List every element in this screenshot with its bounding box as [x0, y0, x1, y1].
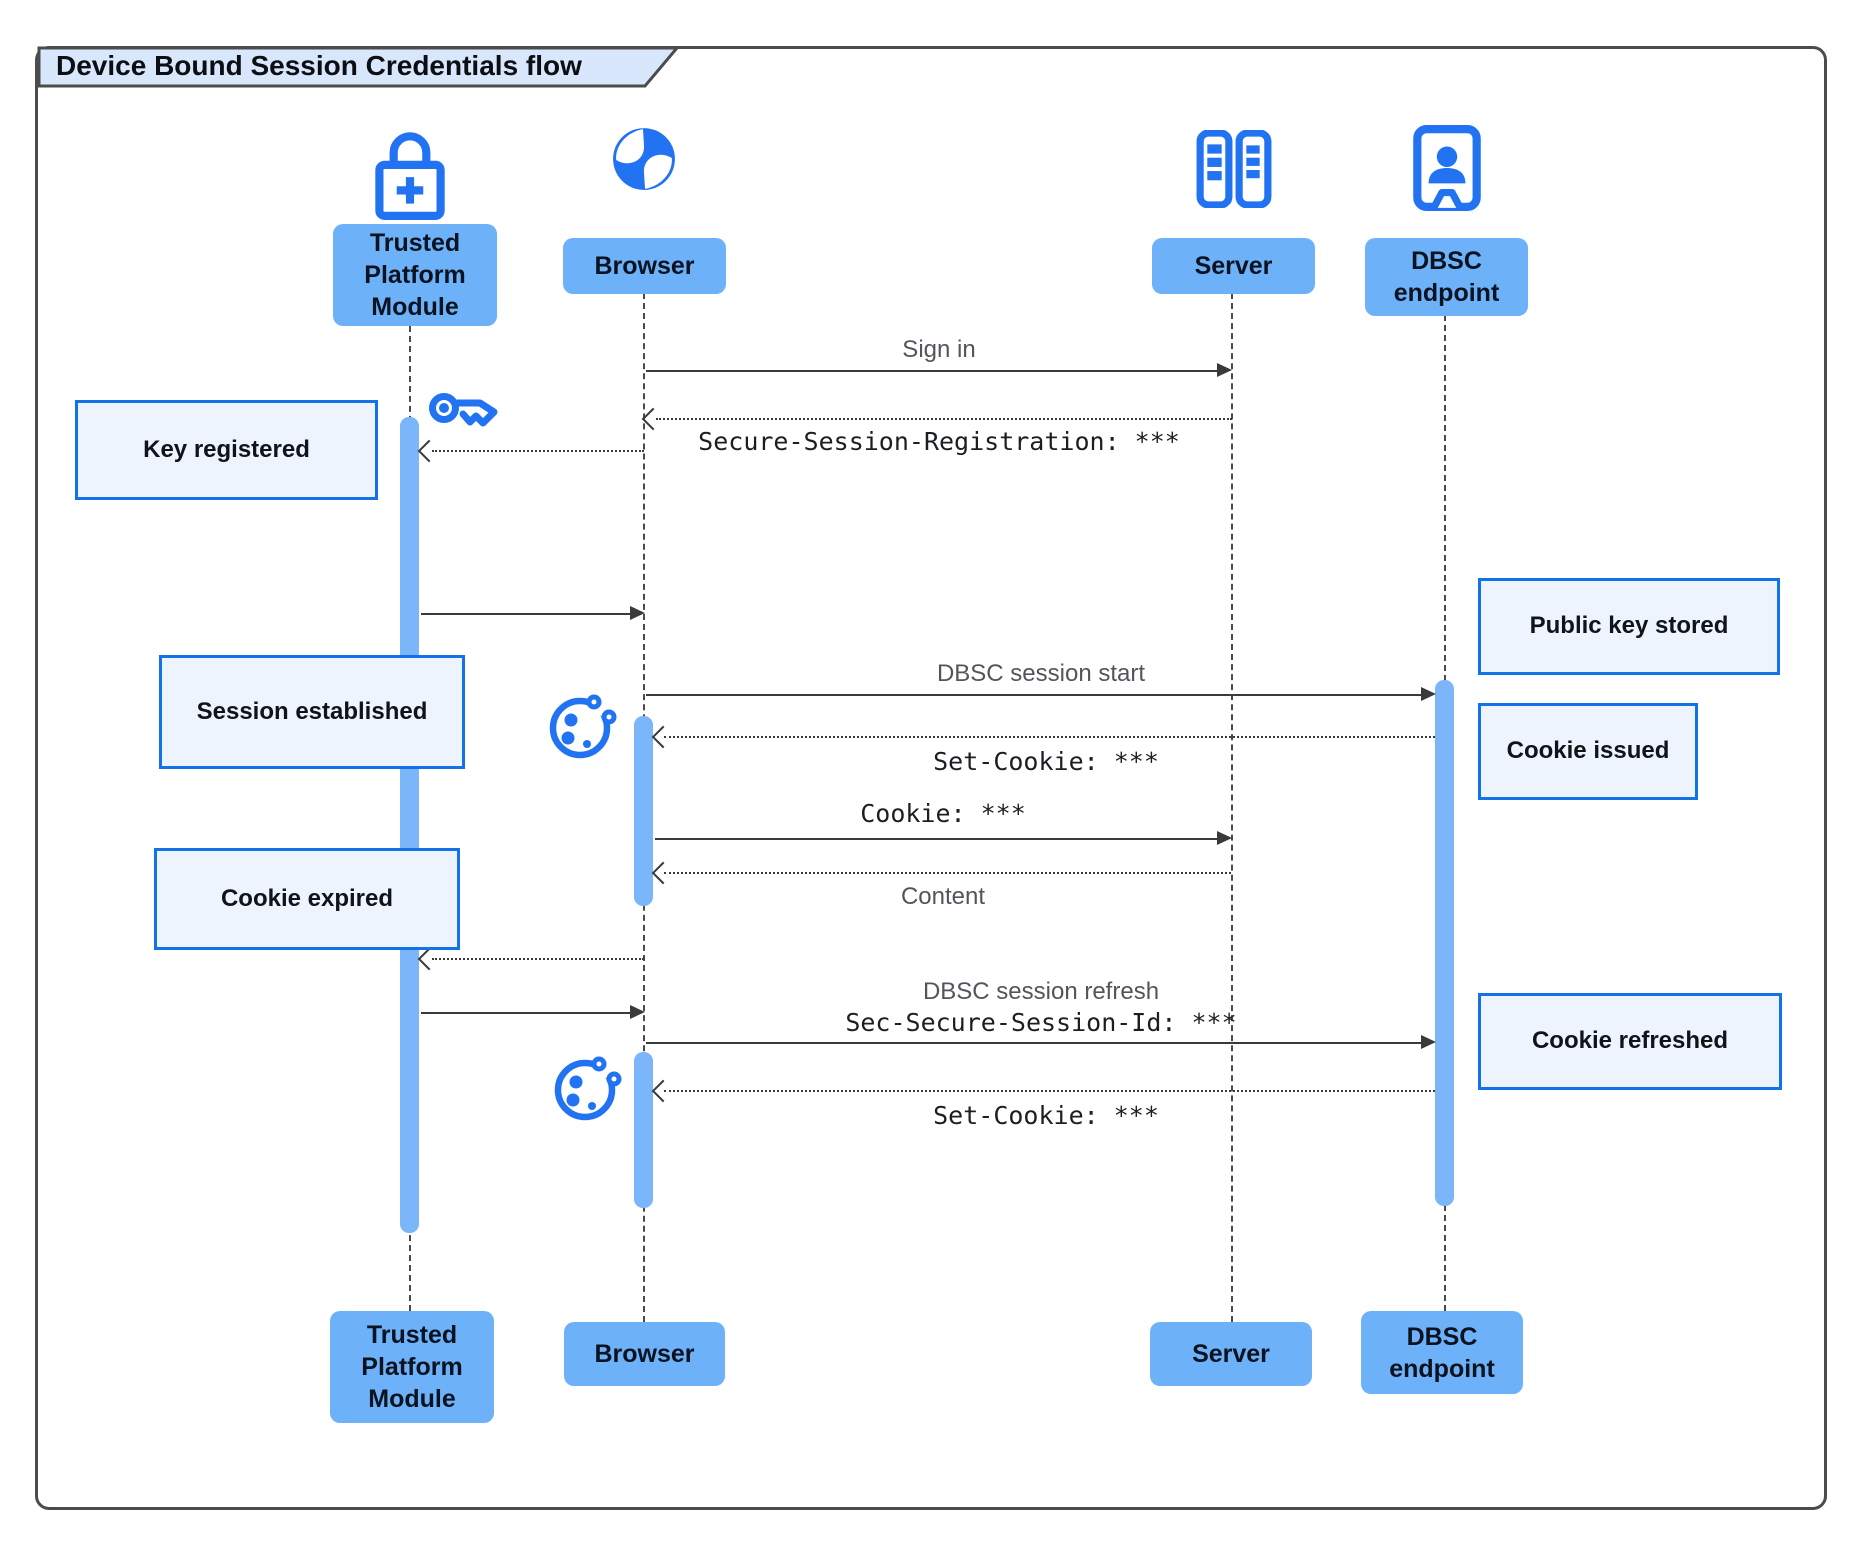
message-dbsc-session-refresh-label: DBSC session refresh: [922, 978, 1160, 1005]
message-content-line: [664, 872, 1231, 874]
arrowhead-right: [630, 1005, 645, 1019]
message-secure-session-id-label: Sec-Secure-Session-Id: ***: [845, 1008, 1237, 1037]
title-tab: [37, 46, 681, 88]
key-icon: [428, 382, 508, 434]
door-person-icon: [1412, 124, 1482, 212]
message-content-label: Content: [900, 883, 986, 910]
message-dbsc-session-start-line: [646, 694, 1422, 696]
activation-browser-2: [634, 1052, 653, 1208]
actor-browser-bottom: Browser: [564, 1322, 725, 1386]
message-sign-in-label: Sign in: [902, 336, 976, 363]
actor-tpm-top: Trusted Platform Module: [333, 224, 497, 326]
message-set-cookie-1-label: Set-Cookie: ***: [933, 747, 1159, 776]
server-rack-icon: [1195, 129, 1273, 209]
message-session-registration-line: [656, 418, 1232, 420]
actor-server-bottom: Server: [1150, 1322, 1312, 1386]
cookie-icon: [551, 1048, 625, 1124]
actor-tpm-bottom: Trusted Platform Module: [330, 1311, 494, 1423]
note-cookie-refreshed: Cookie refreshed: [1478, 993, 1782, 1090]
actor-dbsc-top: DBSC endpoint: [1365, 238, 1528, 316]
message-dbsc-session-start-label: DBSC session start: [936, 660, 1146, 687]
arrowhead-right: [1217, 831, 1232, 845]
message-key-register-request-line: [432, 450, 644, 452]
note-cookie-issued: Cookie issued: [1478, 703, 1698, 800]
lock-plus-icon: [368, 120, 452, 222]
diagram-title: Device Bound Session Credentials flow: [56, 50, 582, 81]
message-key-signature-line: [421, 1012, 631, 1014]
message-cookie-line: [655, 838, 1218, 840]
diagram-frame: [35, 46, 1827, 1510]
note-session-established: Session established: [159, 655, 465, 769]
arrowhead-right: [630, 606, 645, 620]
message-dbsc-session-refresh-line: [646, 1042, 1422, 1044]
message-set-cookie-2-line: [664, 1090, 1435, 1092]
message-set-cookie-1-line: [664, 736, 1435, 738]
cookie-icon: [546, 686, 620, 762]
arrowhead-right: [1421, 1035, 1436, 1049]
lifeline-server: [1231, 293, 1233, 1322]
activation-browser-1: [634, 716, 653, 906]
actor-server-top: Server: [1152, 238, 1315, 294]
message-session-registration-label: Secure-Session-Registration: ***: [698, 427, 1180, 456]
message-key-sign-request-line: [432, 958, 644, 960]
arrowhead-right: [1217, 363, 1232, 377]
note-key-registered: Key registered: [75, 400, 378, 500]
note-cookie-expired: Cookie expired: [154, 848, 460, 950]
activation-tpm: [400, 417, 419, 1233]
actor-dbsc-bottom: DBSC endpoint: [1361, 1311, 1523, 1394]
message-cookie-label: Cookie: ***: [860, 799, 1026, 828]
note-public-key-stored: Public key stored: [1478, 578, 1780, 675]
message-sign-in-line: [646, 370, 1218, 372]
actor-browser-top: Browser: [563, 238, 726, 294]
message-set-cookie-2-label: Set-Cookie: ***: [933, 1101, 1159, 1130]
arrowhead-right: [1421, 687, 1436, 701]
activation-dbsc-endpoint: [1435, 680, 1454, 1206]
message-key-generated-line: [421, 613, 631, 615]
globe-icon: [611, 126, 677, 192]
